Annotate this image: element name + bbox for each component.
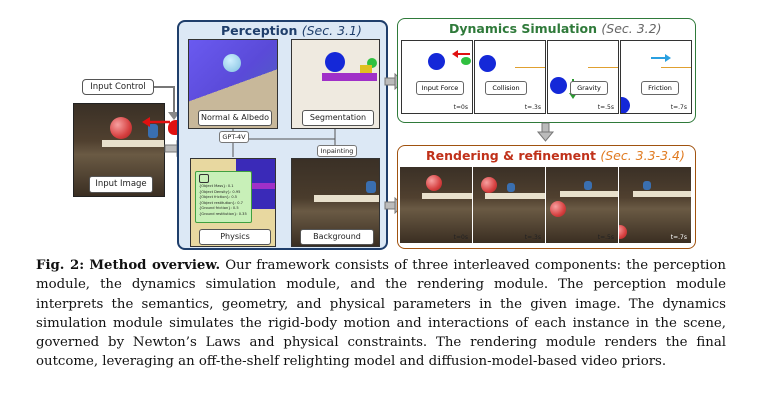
sim-ball [550,77,567,94]
sim-force-arrow [452,50,470,58]
rendering-title: Rendering & refinement (Sec. 3.3-3.4) [426,148,685,163]
render-ball [426,175,442,191]
segmentation-thumb: Segmentation [291,39,380,129]
background-label: Background [300,229,374,245]
render-ball [481,177,497,193]
background-thumb: Background [291,158,380,247]
sim-time-0: t=0s [453,104,468,111]
sim-label-2: Gravity [570,81,608,95]
seg-toy2 [360,65,372,73]
physics-thumb: {Object Mass}: 0.1{Object Density}: 0.95… [190,158,276,247]
perception-title: Perception (Sec. 3.1) [221,23,362,38]
dynamics-title: Dynamics Simulation (Sec. 3.2) [449,21,662,36]
normal-albedo-thumb: Normal & Albedo [188,39,278,129]
render-time-3: t=.7s [670,234,687,241]
physics-props-list: {Object Mass}: 0.1{Object Density}: 0.95… [199,184,251,218]
segmentation-label: Segmentation [302,110,374,126]
sim-ball [428,53,445,70]
caption-body: Our framework consists of three interlea… [36,258,726,370]
bg-shelf [314,195,379,202]
physics-prop: {Ground friction}: 0.5 [199,206,239,211]
sim-frame-3: Friction t=.7s [620,40,692,114]
physics-prop: {Object Mass}: 0.1 [199,184,234,188]
shelf [102,140,164,147]
red-ball [110,117,132,139]
render-frame-1: t=.3s [473,167,545,243]
physics-card: {Object Mass}: 0.1{Object Density}: 0.95… [195,171,252,223]
render-shelf [633,191,691,197]
caption-heading: Method overview. [89,258,221,273]
toy-figure [148,124,158,138]
arrow-dynamics-to-rendering [536,122,555,142]
render-toy [643,181,651,190]
render-time-2: t=.5s [597,234,614,241]
bg-toy [366,181,376,193]
inpainting-label: Inpainting [317,145,357,157]
sim-frame-1: Collision t=.3s [474,40,546,114]
render-frame-0: t=0s [400,167,472,243]
force-arrow [142,117,170,127]
input-image-label: Input Image [89,176,153,193]
sim-time-2: t=.5s [597,104,614,111]
sim-frame-0: Input Force t=0s [401,40,473,114]
sim-line [588,67,618,68]
render-ball [550,201,566,217]
gpt4v-label: GPT-4V [219,131,249,143]
render-toy [584,181,592,190]
sim-toy [461,57,471,65]
sim-time-1: t=.3s [524,104,541,111]
physics-prop: {Object friction}: 0.5 [199,195,238,200]
sim-time-3: t=.7s [670,104,687,111]
render-ball [619,225,627,239]
sim-ball [621,97,630,113]
physics-shelf [243,183,275,189]
render-frame-2: t=.5s [546,167,618,243]
sim-label-3: Friction [641,81,679,95]
physics-prop: {Ground restitution}: 0.35 [199,211,247,216]
seg-toy [367,58,377,68]
normal-albedo-label: Normal & Albedo [198,110,272,126]
physics-prop: {Object restitution}: 0.7 [199,200,243,205]
sim-label-1: Collision [485,81,527,95]
robot-icon [199,174,209,183]
figure-caption: Fig. 2: Method overview. Our framework c… [36,256,726,372]
sim-frame-2: Gravity t=.5s [547,40,619,114]
sim-ball [479,55,496,72]
sim-line [515,67,545,68]
render-shelf [422,193,472,199]
input-control-label: Input Control [82,79,154,95]
sim-label-0: Input Force [416,81,464,95]
seg-blue-ball [325,52,345,72]
render-toy [507,183,515,192]
render-time-1: t=.3s [524,234,541,241]
caption-fig-number: Fig. 2: [36,258,85,273]
render-frame-3: t=.7s [619,167,691,243]
physics-label: Physics [199,229,271,245]
physics-prop: {Object Density}: 0.95 [199,189,241,194]
render-shelf [560,191,618,197]
friction-arrow [651,54,671,62]
normal-ball [223,54,241,72]
seg-shelf [322,73,377,81]
render-shelf [485,193,545,199]
sim-line [661,67,691,68]
render-time-0: t=0s [453,234,468,241]
